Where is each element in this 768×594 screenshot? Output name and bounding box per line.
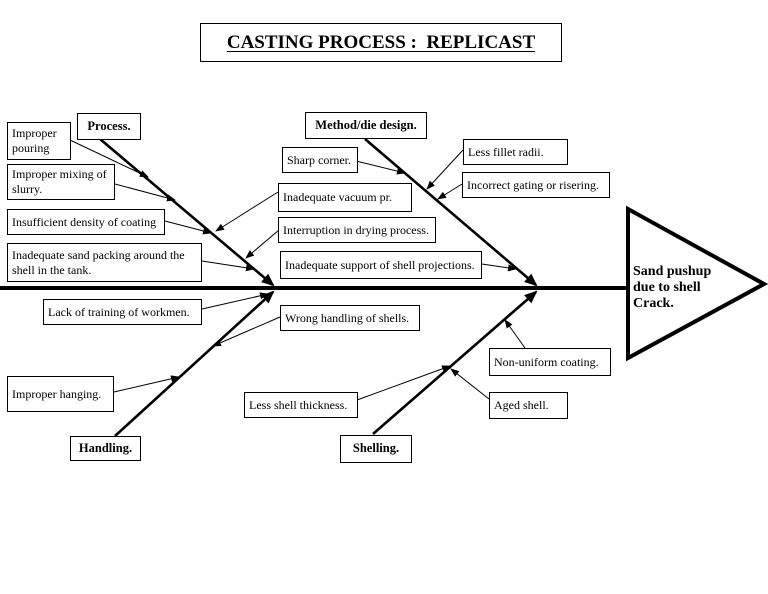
title-box: CASTING PROCESS : REPLICAST (200, 23, 562, 62)
cause-less-fillet-radii: Less fillet radii. (463, 139, 568, 165)
connector-inadequate-vacuum (215, 191, 279, 232)
cause-improper-pouring: Improper pouring (7, 122, 71, 160)
connector-sharp-corner (351, 159, 406, 175)
category-process: Process. (77, 113, 141, 140)
method-bone (364, 138, 538, 287)
cause-insufficient-density: Insufficient density of coating (7, 209, 165, 235)
connector-improper-mixing (114, 183, 176, 202)
connector-improper-hanging (113, 375, 180, 393)
connector-improper-pouring (69, 139, 149, 178)
process-bone (99, 138, 275, 287)
connector-aged-shell (450, 368, 490, 400)
shelling-bone (372, 290, 538, 435)
cause-inadequate-vacuum: Inadequate vacuum pr. (278, 183, 412, 212)
category-handling: Handling. (70, 436, 141, 461)
cause-inadequate-sand-packing: Inadequate sand packing around the shell… (7, 243, 202, 282)
connector-non-uniform-coating (504, 319, 526, 349)
connector-inadequate-support (481, 263, 517, 272)
cause-incorrect-gating: Incorrect gating or risering. (462, 172, 610, 198)
connector-insufficient-density (164, 220, 212, 235)
cause-inadequate-support: Inadequate support of shell projections. (280, 251, 482, 279)
category-method-die-design: Method/die design. (305, 112, 427, 139)
effect-triangle (626, 205, 768, 362)
category-shelling: Shelling. (340, 435, 412, 463)
cause-sharp-corner: Sharp corner. (282, 147, 358, 173)
cause-aged-shell: Aged shell. (489, 392, 568, 419)
cause-wrong-handling: Wrong handling of shells. (280, 305, 420, 331)
cause-lack-of-training: Lack of training of workmen. (43, 299, 202, 325)
connector-interruption-drying (245, 229, 280, 259)
cause-less-shell-thickness: Less shell thickness. (244, 392, 358, 418)
cause-improper-mixing: Improper mixing of slurry. (7, 164, 115, 200)
cause-interruption-drying: Interruption in drying process. (278, 217, 436, 243)
effect-label: Sand pushup due to shell Crack. (633, 264, 712, 311)
connector-lack-of-training (201, 292, 269, 310)
connector-less-fillet-radii (426, 149, 464, 190)
connector-inadequate-sand-packing (201, 260, 255, 272)
connector-incorrect-gating (437, 183, 463, 200)
connector-wrong-handling (212, 316, 281, 347)
handling-bone (114, 290, 275, 437)
cause-improper-hanging: Improper hanging. (7, 376, 114, 412)
diagram-title: CASTING PROCESS : REPLICAST (226, 31, 536, 53)
connector-less-shell-thickness (356, 365, 451, 401)
cause-non-uniform-coating: Non-uniform coating. (489, 348, 611, 376)
